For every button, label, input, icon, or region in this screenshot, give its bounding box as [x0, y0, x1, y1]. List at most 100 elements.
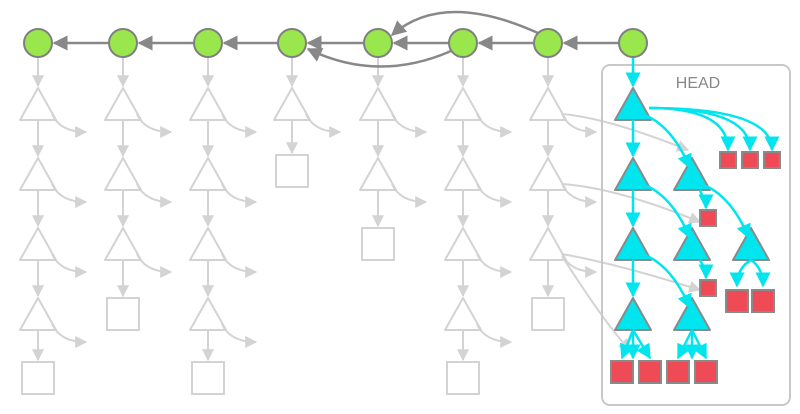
- head-commit-icon: [618, 28, 648, 58]
- parent-link-curve: [306, 47, 452, 68]
- faded-blob-icon: [446, 361, 480, 395]
- faded-side-link: [391, 183, 428, 208]
- head-blob-link: [729, 258, 752, 288]
- faded-blob-icon: [361, 227, 395, 261]
- head-blob-icon: [694, 360, 718, 384]
- head-blob-link: [690, 329, 708, 360]
- faded-side-link: [391, 113, 428, 138]
- faded-side-link: [136, 253, 173, 278]
- faded-side-link: [305, 113, 342, 138]
- faded-side-link: [136, 113, 173, 138]
- faded-tree-icon: [19, 227, 57, 261]
- head-blob-icon: [741, 151, 759, 169]
- commit-icon: [108, 28, 138, 58]
- head-blob-icon: [719, 151, 737, 169]
- shared-tree-link: [561, 183, 702, 224]
- faded-tree-icon: [444, 227, 482, 261]
- faded-tree-icon: [19, 297, 57, 331]
- faded-side-link: [136, 183, 173, 208]
- faded-tree-icon: [104, 87, 142, 121]
- faded-blob-icon: [275, 154, 309, 188]
- head-blob-link: [676, 329, 694, 360]
- head-tree-icon: [614, 297, 652, 331]
- faded-blob-icon: [531, 297, 565, 331]
- head-tree-icon: [614, 157, 652, 191]
- commit-icon: [533, 28, 563, 58]
- faded-tree-icon: [104, 157, 142, 191]
- head-side-link: [646, 184, 692, 240]
- head-blob-link: [648, 106, 780, 152]
- faded-side-link: [561, 183, 598, 208]
- head-blob-icon: [699, 209, 717, 227]
- head-box: [601, 64, 791, 406]
- head-tree: [610, 58, 781, 384]
- faded-tree-icon: [444, 297, 482, 331]
- faded-side-link: [51, 113, 88, 138]
- faded-tree-icon: [359, 87, 397, 121]
- faded-tree-icon: [189, 297, 227, 331]
- head-blob-link: [631, 329, 652, 360]
- head-blob-icon: [666, 360, 690, 384]
- faded-blob-icon: [106, 297, 140, 331]
- head-side-link: [646, 254, 692, 310]
- faded-tree-icon: [359, 157, 397, 191]
- head-blob-icon: [610, 360, 634, 384]
- faded-side-link: [221, 323, 258, 348]
- head-side-link: [646, 114, 692, 170]
- faded-blob-icon: [191, 361, 225, 395]
- head-blob-link: [750, 258, 771, 288]
- shared-tree-link: [561, 255, 631, 351]
- faded-side-link: [221, 113, 258, 138]
- head-blob-icon: [763, 151, 781, 169]
- head-tree-icon: [673, 297, 711, 331]
- faded-tree-icon: [444, 157, 482, 191]
- head-tree-icon: [614, 87, 652, 121]
- faded-tree-icon: [273, 87, 311, 121]
- faded-tree-icon: [529, 87, 567, 121]
- commit-icon: [193, 28, 223, 58]
- faded-tree-icon: [189, 87, 227, 121]
- faded-side-link: [476, 323, 513, 348]
- head-tree-icon: [732, 227, 770, 261]
- head-blob-icon: [699, 279, 717, 297]
- faded-side-link: [51, 323, 88, 348]
- head-blob-link: [698, 259, 714, 280]
- faded-tree-icon: [19, 157, 57, 191]
- faded-side-link: [51, 253, 88, 278]
- faded-tree-icon: [19, 87, 57, 121]
- head-side-link: [705, 184, 751, 240]
- shared-tree-link: [561, 253, 702, 293]
- faded-tree-icon: [529, 157, 567, 191]
- head-label: HEAD: [676, 75, 720, 92]
- head-blob-link: [619, 329, 635, 360]
- head-blob-icon: [638, 360, 662, 384]
- faded-side-link: [221, 183, 258, 208]
- commit-history: [23, 10, 648, 68]
- faded-tree-icon: [444, 87, 482, 121]
- faded-tree-icon: [529, 227, 567, 261]
- faded-tree-icon: [104, 227, 142, 261]
- commit-icon: [448, 28, 478, 58]
- head-blob-link: [698, 189, 714, 210]
- historical-trees: [19, 58, 702, 395]
- faded-side-link: [561, 113, 598, 138]
- faded-blob-icon: [21, 361, 55, 395]
- faded-side-link: [51, 183, 88, 208]
- commit-icon: [363, 28, 393, 58]
- faded-tree-icon: [189, 227, 227, 261]
- head-tree-icon: [673, 157, 711, 191]
- faded-side-link: [476, 183, 513, 208]
- commit-icon: [23, 28, 53, 58]
- faded-side-link: [221, 253, 258, 278]
- head-tree-icon: [673, 227, 711, 261]
- commit-icon: [277, 28, 307, 58]
- faded-tree-icon: [189, 157, 227, 191]
- faded-side-link: [476, 253, 513, 278]
- head-blob-icon: [751, 289, 775, 313]
- head-tree-icon: [614, 227, 652, 261]
- head-box-group: HEAD: [601, 64, 791, 406]
- shared-tree-link: [561, 113, 690, 152]
- parent-link-curve: [390, 10, 539, 36]
